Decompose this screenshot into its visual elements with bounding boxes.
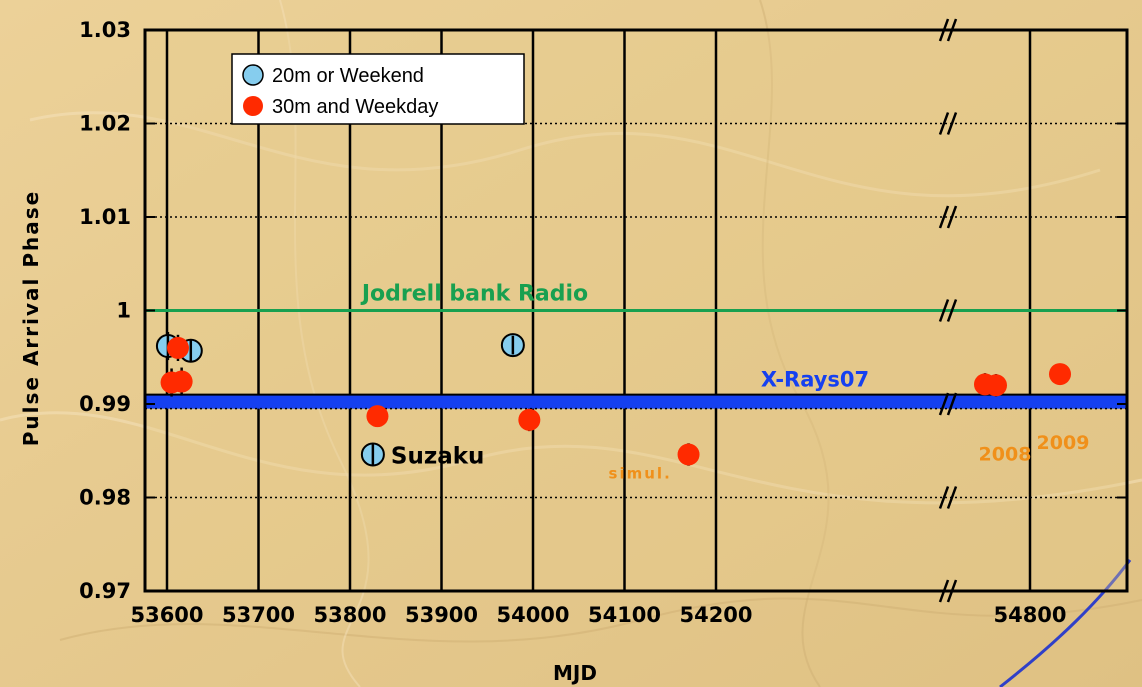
axis-break-mark (938, 486, 950, 509)
point-20m-weekend (360, 442, 385, 467)
marker (677, 443, 700, 466)
legend-label-30m: 30m and Weekday (272, 96, 438, 118)
plot-frame (143, 28, 1129, 593)
axis-break-mark (946, 299, 958, 322)
suzaku-label: Suzaku (391, 443, 485, 469)
marker (985, 374, 1007, 397)
x-tick-label: 53800 (313, 603, 386, 627)
point-30m-weekday (677, 443, 700, 466)
x-tick-label: 53700 (222, 603, 295, 627)
x-tick-label: 54000 (496, 603, 569, 627)
y-tick-label: 0.99 (79, 392, 131, 416)
x-tick-label: 53600 (130, 603, 203, 627)
y-tick-label: 1 (116, 299, 131, 323)
point-30m-weekday (985, 374, 1007, 397)
point-30m-weekday (1049, 363, 1071, 386)
marker (518, 408, 541, 431)
plot-border (143, 28, 1129, 593)
legend-swatch-20m (242, 64, 264, 86)
point-20m-weekend (500, 333, 525, 358)
axis-break-mark (946, 486, 958, 509)
y-tick-label: 1.03 (79, 18, 131, 42)
xray-reference-band (145, 394, 1127, 409)
tick-labels: 0.97 0.98 0.99 1 1.01 1.02 1.03 53600 53700 53800… (79, 18, 1066, 627)
marker (170, 370, 193, 393)
x-tick-label: 54100 (588, 603, 661, 627)
x-tick-label: 54800 (993, 603, 1066, 627)
year-2009-label: 2009 (1037, 432, 1090, 454)
axis-break-mark (946, 205, 958, 229)
y-tick-label: 1.01 (79, 205, 131, 229)
y-tick-label: 1.02 (79, 112, 131, 136)
point-30m-weekday (518, 408, 541, 432)
xray-reference-label: X-Rays07 (761, 368, 869, 392)
simul-label: simul. (609, 464, 672, 482)
data-points (155, 332, 1071, 467)
axis-break-mark (946, 392, 958, 416)
x-axis-label: MJD (553, 661, 597, 685)
marker (166, 336, 189, 359)
x-tick-label: 54200 (679, 603, 752, 627)
axis-break-mark (946, 112, 958, 135)
axis-break-mark (938, 299, 950, 322)
legend-swatch-30m (243, 96, 263, 116)
marker (366, 405, 389, 428)
x-tick-label: 53900 (405, 603, 478, 627)
point-30m-weekday (366, 405, 389, 428)
y-tick-label: 0.98 (79, 486, 131, 510)
point-30m-weekday (166, 334, 189, 361)
marker (1049, 363, 1071, 386)
radio-reference-label: Jodrell bank Radio (360, 282, 588, 307)
legend: 20m or Weekend 30m and Weekday (231, 53, 525, 125)
year-2008-label: 2008 (979, 443, 1032, 465)
point-30m-weekday (170, 367, 193, 396)
axis-break-mark (938, 205, 950, 229)
axis-break-mark (938, 112, 950, 135)
legend-label-20m: 20m or Weekend (272, 65, 424, 87)
y-tick-label: 0.97 (79, 579, 131, 603)
y-axis-label: Pulse Arrival Phase (19, 190, 43, 446)
legend-box (231, 53, 525, 125)
axis-break-mark (938, 392, 950, 416)
